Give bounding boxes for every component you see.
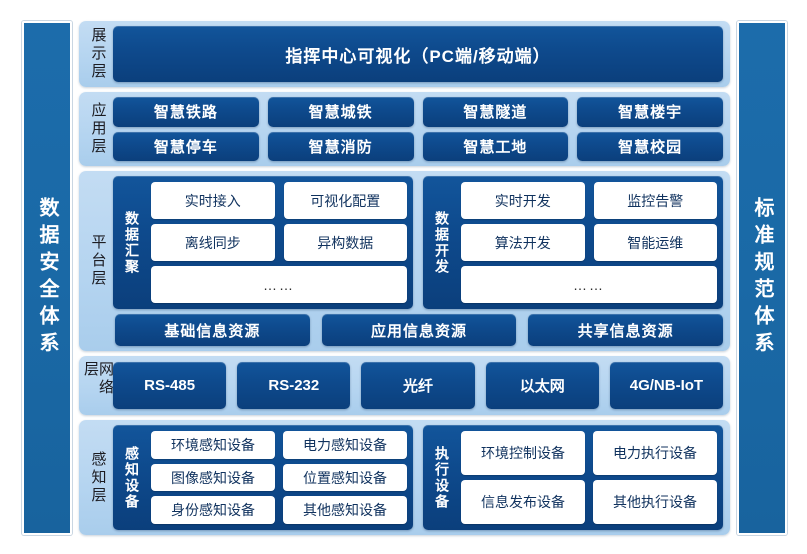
app-item-smart-parking[interactable]: 智慧停车 — [113, 131, 259, 161]
network-items: RS-485 RS-232 光纤 以太网 4G/NB-IoT — [113, 361, 724, 410]
platform-group-data-aggregation-title: 数据汇聚 — [124, 210, 140, 275]
app-item-smart-metro[interactable]: 智慧城铁 — [267, 97, 414, 127]
layer-application-label-text: 应用层 — [89, 102, 107, 156]
chip-visual-config[interactable]: 可视化配置 — [283, 182, 407, 219]
resource-application-information[interactable]: 应用信息资源 — [321, 314, 517, 346]
chip-environment-sensing-device[interactable]: 环境感知设备 — [151, 431, 275, 459]
application-row-1: 智慧铁路 智慧城铁 智慧隧道 智慧楼宇 — [113, 97, 723, 127]
chip-power-actuating-device[interactable]: 电力执行设备 — [593, 431, 717, 475]
chip-intelligent-ops[interactable]: 智能运维 — [593, 224, 717, 261]
network-item-4g-nbiot[interactable]: 4G/NB-IoT — [609, 362, 724, 409]
pillar-right-label: 标准规范体系 — [751, 197, 773, 359]
platform-group-data-development-title: 数据开发 — [434, 210, 450, 275]
app-item-smart-tunnel[interactable]: 智慧隧道 — [422, 97, 569, 127]
chip-development-more[interactable]: …… — [461, 266, 717, 303]
aggregation-row-1: 实时接入 可视化配置 — [151, 182, 407, 219]
development-row-1: 实时开发 监控告警 — [461, 182, 717, 219]
layer-application-body: 智慧铁路 智慧城铁 智慧隧道 智慧楼宇 智慧停车 智慧消防 智慧工地 智慧校园 — [113, 97, 723, 161]
pillar-standards-specification: 标准规范体系 — [737, 21, 787, 535]
platform-group-data-development-label: 数据开发 — [429, 182, 455, 303]
pillar-left-label: 数据安全体系 — [36, 197, 58, 359]
perception-group-sensing-grid: 环境感知设备 电力感知设备 图像感知设备 位置感知设备 身份感知设备 其他感知设… — [145, 431, 407, 525]
platform-group-data-development-grid: 实时开发 监控告警 算法开发 智能运维 …… — [455, 182, 717, 303]
app-item-smart-campus[interactable]: 智慧校园 — [577, 131, 723, 161]
layer-network-body: RS-485 RS-232 光纤 以太网 4G/NB-IoT — [113, 361, 724, 410]
network-item-ethernet[interactable]: 以太网 — [485, 362, 599, 409]
chip-monitoring-alarm[interactable]: 监控告警 — [593, 182, 717, 219]
perception-group-actuating-devices: 执行设备 环境控制设备 电力执行设备 信息发布设备 其他执行设备 — [423, 425, 723, 530]
layer-perception-label: 感知层 — [83, 425, 113, 530]
layer-platform-body: 数据汇聚 实时接入 可视化配置 离线同步 异构数据 — [113, 176, 724, 346]
platform-resources: 基础信息资源 应用信息资源 共享信息资源 — [113, 314, 724, 346]
layer-perception: 感知层 感知设备 环境感知设备 电力感知设备 — [79, 420, 730, 535]
development-row-2: 算法开发 智能运维 — [461, 224, 717, 261]
layer-application-label: 应用层 — [83, 97, 113, 161]
application-row-2: 智慧停车 智慧消防 智慧工地 智慧校园 — [113, 131, 723, 161]
layer-network: 网络层 RS-485 RS-232 光纤 以太网 4G/NB-IoT — [79, 356, 730, 415]
chip-environment-control-device[interactable]: 环境控制设备 — [461, 431, 585, 475]
network-item-rs485[interactable]: RS-485 — [113, 362, 227, 409]
chip-algorithm-development[interactable]: 算法开发 — [461, 224, 585, 261]
chip-information-release-device[interactable]: 信息发布设备 — [461, 480, 585, 524]
chip-identity-sensing-device[interactable]: 身份感知设备 — [151, 496, 275, 525]
pillar-data-security: 数据安全体系 — [22, 21, 72, 535]
app-item-smart-construction-site[interactable]: 智慧工地 — [422, 131, 569, 161]
actuating-row-1: 环境控制设备 电力执行设备 — [461, 431, 717, 475]
layer-platform: 平台层 数据汇聚 实时接入 可视化配置 — [79, 171, 730, 351]
chip-image-sensing-device[interactable]: 图像感知设备 — [151, 463, 275, 492]
chip-heterogeneous-data[interactable]: 异构数据 — [283, 224, 407, 261]
layer-perception-body: 感知设备 环境感知设备 电力感知设备 图像感知设备 位置感知设备 — [113, 425, 723, 530]
layer-platform-label: 平台层 — [83, 176, 113, 346]
chip-realtime-ingest[interactable]: 实时接入 — [151, 182, 275, 219]
app-item-smart-railway[interactable]: 智慧铁路 — [113, 97, 259, 127]
perception-group-actuating-label: 执行设备 — [429, 431, 455, 524]
platform-group-data-aggregation-label: 数据汇聚 — [119, 182, 145, 303]
layer-presentation-label: 展示层 — [83, 26, 113, 82]
layer-presentation-label-text: 展示层 — [89, 27, 107, 81]
aggregation-row-3: …… — [151, 266, 407, 303]
perception-groups: 感知设备 环境感知设备 电力感知设备 图像感知设备 位置感知设备 — [113, 425, 723, 530]
chip-other-actuating-device[interactable]: 其他执行设备 — [593, 480, 717, 524]
layer-perception-label-text: 感知层 — [89, 450, 107, 505]
resource-shared-information[interactable]: 共享信息资源 — [528, 314, 724, 346]
layer-platform-label-text: 平台层 — [89, 234, 107, 288]
resource-basic-information[interactable]: 基础信息资源 — [115, 314, 310, 346]
perception-group-actuating-title: 执行设备 — [434, 445, 450, 510]
perception-group-sensing-title: 感知设备 — [124, 445, 140, 510]
sensing-row-3: 身份感知设备 其他感知设备 — [151, 496, 407, 525]
platform-groups: 数据汇聚 实时接入 可视化配置 离线同步 异构数据 — [113, 176, 723, 309]
platform-group-data-development: 数据开发 实时开发 监控告警 算法开发 智能运维 — [423, 176, 723, 309]
network-item-rs232[interactable]: RS-232 — [237, 362, 351, 409]
app-item-smart-building[interactable]: 智慧楼宇 — [577, 97, 723, 127]
chip-realtime-development[interactable]: 实时开发 — [461, 182, 585, 219]
layer-network-label: 网络层 — [82, 361, 114, 410]
layer-stack: 展示层 指挥中心可视化（PC端/移动端） 应用层 智慧铁路 智慧城铁 智慧隧道 … — [79, 21, 730, 535]
platform-group-data-aggregation: 数据汇聚 实时接入 可视化配置 离线同步 异构数据 — [113, 176, 413, 309]
chip-power-sensing-device[interactable]: 电力感知设备 — [283, 431, 407, 459]
layer-presentation-body: 指挥中心可视化（PC端/移动端） — [113, 26, 723, 82]
actuating-row-2: 信息发布设备 其他执行设备 — [461, 480, 717, 524]
presentation-banner[interactable]: 指挥中心可视化（PC端/移动端） — [113, 26, 723, 82]
perception-group-actuating-grid: 环境控制设备 电力执行设备 信息发布设备 其他执行设备 — [455, 431, 717, 524]
chip-offline-sync[interactable]: 离线同步 — [151, 224, 275, 261]
sensing-row-2: 图像感知设备 位置感知设备 — [151, 463, 407, 492]
network-item-fiber[interactable]: 光纤 — [361, 362, 475, 409]
app-item-smart-firefighting[interactable]: 智慧消防 — [267, 131, 414, 161]
platform-group-data-aggregation-grid: 实时接入 可视化配置 离线同步 异构数据 …… — [145, 182, 407, 303]
layer-presentation: 展示层 指挥中心可视化（PC端/移动端） — [79, 21, 730, 87]
perception-group-sensing-devices: 感知设备 环境感知设备 电力感知设备 图像感知设备 位置感知设备 — [113, 425, 413, 530]
layer-application: 应用层 智慧铁路 智慧城铁 智慧隧道 智慧楼宇 智慧停车 智慧消防 智慧工地 智… — [79, 92, 730, 166]
aggregation-row-2: 离线同步 异构数据 — [151, 224, 407, 261]
perception-group-sensing-label: 感知设备 — [119, 431, 145, 524]
sensing-row-1: 环境感知设备 电力感知设备 — [151, 431, 407, 459]
development-row-3: …… — [461, 266, 717, 303]
chip-other-sensing-device[interactable]: 其他感知设备 — [283, 496, 407, 525]
layer-network-label-text: 网络层 — [82, 361, 114, 397]
chip-aggregation-more[interactable]: …… — [151, 266, 407, 303]
chip-location-sensing-device[interactable]: 位置感知设备 — [283, 463, 407, 492]
